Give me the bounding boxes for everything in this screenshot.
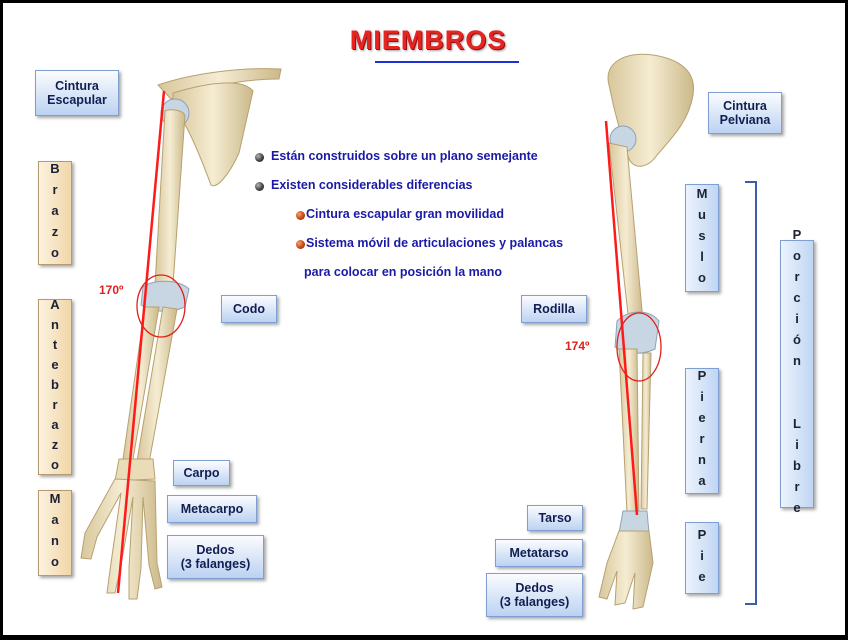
foot-bones <box>599 531 653 609</box>
elbow-angle-label: 170º <box>99 283 123 297</box>
label-metacarpo: Metacarpo <box>167 495 257 523</box>
label-dedos-mano: Dedos (3 falanges) <box>167 535 264 579</box>
label-porcion-libre-text: Porción Libre <box>791 227 804 521</box>
label-muslo-text: Muslo <box>696 186 709 291</box>
label-cintura-pelviana: Cintura Pelviana <box>708 92 782 134</box>
label-dedos-pie: Dedos (3 falanges) <box>486 573 583 617</box>
label-mano-text: Mano <box>49 491 62 575</box>
label-metatarso: Metatarso <box>495 539 583 567</box>
knee-angle-label: 174º <box>565 339 589 353</box>
label-rodilla: Rodilla <box>521 295 587 323</box>
label-cintura-escapular: Cintura Escapular <box>35 70 119 116</box>
sub-bullet-2: Sistema móvil de articulaciones y palanc… <box>306 236 563 250</box>
ankle-tarsal <box>619 511 649 533</box>
bracket-bottom <box>745 603 757 605</box>
bullet-dot-1 <box>255 153 264 162</box>
hand-fingers <box>81 479 162 599</box>
bullet-1: Están construidos sobre un plano semejan… <box>271 149 538 163</box>
sub-bullet-1: Cintura escapular gran movilidad <box>306 207 504 221</box>
carpal-bones <box>115 459 155 481</box>
sub-bullet-continuation: para colocar en posición la mano <box>304 265 502 279</box>
label-tarso: Tarso <box>527 505 583 531</box>
label-antebrazo-text: Antebrazo <box>49 297 62 477</box>
label-carpo: Carpo <box>173 460 230 486</box>
label-pierna: Pierna <box>685 368 719 494</box>
label-pierna-text: Pierna <box>696 368 709 494</box>
label-muslo: Muslo <box>685 184 719 292</box>
lower-limb-bones <box>599 54 694 609</box>
bullet-dot-2 <box>255 182 264 191</box>
label-porcion-libre: Porción Libre <box>780 240 814 508</box>
bracket-vertical <box>755 181 757 605</box>
label-brazo-text: Brazo <box>49 161 62 266</box>
label-pie: Pie <box>685 522 719 594</box>
bullet-2: Existen considerables diferencias <box>271 178 472 192</box>
slide: MIEMBROS <box>3 3 845 635</box>
scapula <box>173 83 253 186</box>
label-brazo: Brazo <box>38 161 72 265</box>
label-pie-text: Pie <box>696 527 709 590</box>
label-codo: Codo <box>221 295 277 323</box>
label-mano: Mano <box>38 490 72 576</box>
sub-bullet-dot-1 <box>296 211 305 220</box>
sub-bullet-dot-2 <box>296 240 305 249</box>
label-antebrazo: Antebrazo <box>38 299 72 475</box>
